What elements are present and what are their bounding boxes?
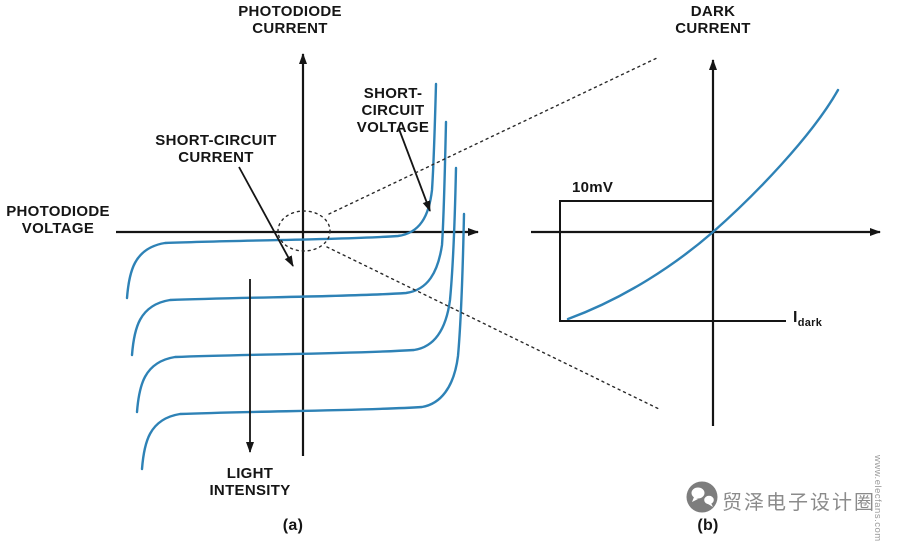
zoom-region-circle — [277, 210, 331, 252]
short-circuit-voltage-label: SHORT- CIRCUIT VOLTAGE — [332, 85, 454, 136]
iv-curve-intensity-2 — [130, 120, 448, 357]
watermark-chat-icon — [686, 481, 718, 513]
dark-current-curve — [566, 88, 840, 321]
idark-symbol: I — [793, 309, 798, 326]
label-line: SHORT- — [363, 85, 423, 102]
label-line: DARK — [690, 3, 736, 20]
label-line: VOLTAGE — [21, 220, 95, 237]
panel-a-y-axis-title: PHOTODIODE CURRENT — [205, 3, 375, 37]
short-circuit-voltage-arrow — [398, 128, 431, 212]
label-line: LIGHT — [226, 465, 274, 482]
watermark-site-text: www.elecfans.com — [872, 455, 883, 542]
panel-a-x-axis-title: PHOTODIODE VOLTAGE — [0, 203, 116, 237]
label-line: CIRCUIT — [361, 102, 425, 119]
short-circuit-current-label: SHORT-CIRCUIT CURRENT — [126, 132, 306, 166]
light-intensity-label: LIGHT INTENSITY — [175, 465, 325, 499]
zoom-guide-line-upper — [328, 56, 660, 215]
iv-curve-intensity-3 — [135, 166, 458, 414]
ten-mv-label: 10mV — [572, 179, 614, 196]
zoom-guide-line-lower — [326, 246, 660, 410]
iv-curve-intensity-4 — [140, 212, 466, 471]
label-line: CURRENT — [675, 20, 751, 37]
panel-b-caption: (b) — [697, 517, 719, 534]
label-line: SHORT-CIRCUIT — [155, 132, 277, 149]
panel-a-caption: (a) — [282, 517, 304, 534]
idark-label: Idark — [793, 309, 853, 332]
label-line: PHOTODIODE — [238, 3, 342, 20]
label-line: PHOTODIODE — [6, 203, 110, 220]
watermark-brand-text: 贸泽电子设计圈 — [722, 492, 876, 514]
label-line: CURRENT — [178, 149, 254, 166]
label-line: CURRENT — [252, 20, 328, 37]
idark-subscript: dark — [797, 317, 823, 330]
panel-b-y-axis-title: DARK CURRENT — [648, 3, 778, 37]
label-line: VOLTAGE — [356, 119, 430, 136]
short-circuit-current-arrow — [238, 166, 294, 267]
iv-curve-intensity-1 — [125, 82, 438, 300]
label-line: INTENSITY — [209, 482, 291, 499]
